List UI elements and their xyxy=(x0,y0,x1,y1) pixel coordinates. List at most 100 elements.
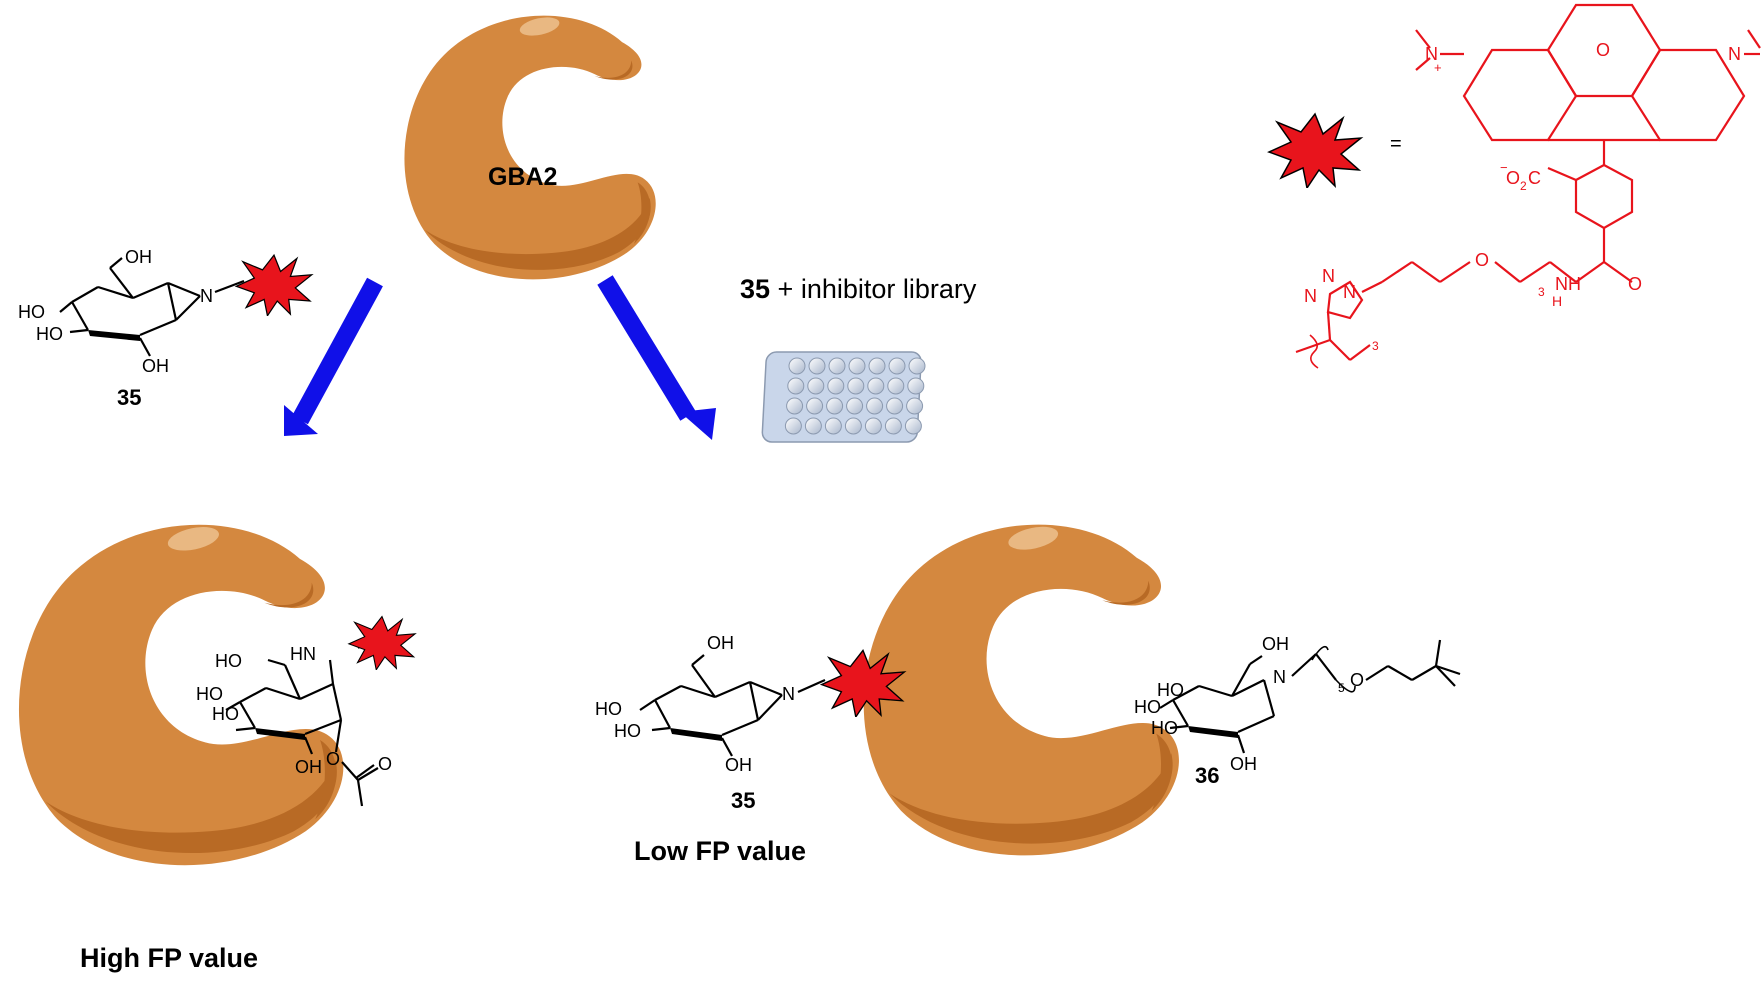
plate-well xyxy=(904,417,922,435)
plate-well xyxy=(888,357,906,375)
atom-label-ho: HO xyxy=(595,699,622,719)
atom-label-o: O xyxy=(1350,670,1364,690)
atom-label-ho: HO xyxy=(212,704,239,724)
plate-well xyxy=(887,377,905,395)
plate-well xyxy=(884,417,902,435)
high-fp-label: High FP value xyxy=(80,943,258,973)
plate-well xyxy=(827,377,845,395)
plate-well xyxy=(784,417,802,435)
compound-number-35: 35 xyxy=(117,385,141,410)
enzyme-bound-probe xyxy=(18,522,344,866)
plate-well xyxy=(846,397,864,415)
atom-label-n-plus: N xyxy=(1425,44,1438,64)
atom-label-h: H xyxy=(1552,293,1562,309)
atom-label-ho: HO xyxy=(215,651,242,671)
atom-label-o: O xyxy=(378,754,392,774)
plate-well xyxy=(807,377,825,395)
atom-label-n: N xyxy=(1728,44,1741,64)
atom-label-hn: HN xyxy=(290,644,316,664)
well-plate-icon xyxy=(761,351,926,443)
charge-minus: − xyxy=(1500,160,1508,175)
high-fp-labels: HN HO HO HO OH O O High FP value xyxy=(80,644,392,973)
rhodamine-structure xyxy=(1326,3,1761,361)
atom-label-ho: HO xyxy=(1134,697,1161,717)
atom-label-oh: OH xyxy=(725,755,752,775)
attachment-wavy-bond xyxy=(1309,334,1319,369)
low-fp-labels: OH N HO HO OH 35 Low FP value xyxy=(595,633,806,866)
low-fp-label: Low FP value xyxy=(634,836,806,866)
enzyme-label: GBA2 xyxy=(488,163,557,191)
plate-well xyxy=(828,357,846,375)
low-fp-structure xyxy=(639,654,826,757)
compound-number-35-low: 35 xyxy=(731,788,755,813)
atom-label-oh: OH xyxy=(142,356,169,376)
plate-well xyxy=(786,397,804,415)
probe-35-structure xyxy=(59,257,245,357)
fluorophore-star-icon xyxy=(235,254,313,316)
plate-well xyxy=(886,397,904,415)
enzyme-bound-inhibitor xyxy=(863,522,1179,856)
atom-label-ho: HO xyxy=(196,684,223,704)
atom-label-ho: HO xyxy=(1151,718,1178,738)
inhibitor-36-structure xyxy=(1159,639,1461,754)
screen-label: 35 + inhibitor library xyxy=(740,274,977,304)
atom-label-oh: OH xyxy=(1262,634,1289,654)
attachment-bond xyxy=(1295,339,1331,353)
fluorophore-star-icon xyxy=(348,615,416,670)
plate-well xyxy=(826,397,844,415)
atom-label-n: N xyxy=(1273,667,1286,687)
inhibitor-36-labels: OH N HO HO HO OH 5 O 36 xyxy=(1134,634,1364,788)
atom-label-ho: HO xyxy=(1157,680,1184,700)
blue-arrow-left xyxy=(284,277,383,436)
atom-label-n: N xyxy=(1322,266,1335,286)
atom-label-carboxylate-o: O xyxy=(1506,168,1520,188)
atom-label-oh: OH xyxy=(1230,754,1257,774)
plate-well xyxy=(788,357,806,375)
subscript-3: 3 xyxy=(1372,339,1379,353)
atom-label-o: O xyxy=(1596,40,1610,60)
plate-well xyxy=(848,357,866,375)
atom-label-ho: HO xyxy=(614,721,641,741)
enzyme-gba2-top: GBA2 xyxy=(404,14,656,280)
plate-well xyxy=(787,377,805,395)
atom-label-n: N xyxy=(1304,286,1317,306)
plate-well xyxy=(906,397,924,415)
plate-well xyxy=(864,417,882,435)
atom-label-n: N xyxy=(782,684,795,704)
atom-label-o: O xyxy=(326,749,340,769)
enzyme-pacman-shape-icon xyxy=(404,14,656,280)
atom-label-oh: OH xyxy=(707,633,734,653)
blue-arrow-right xyxy=(597,275,716,440)
plate-well xyxy=(908,357,926,375)
compound-number-36: 36 xyxy=(1195,763,1219,788)
probe-35-labels: OH N HO HO OH 35 xyxy=(18,247,213,410)
plate-well xyxy=(808,357,826,375)
atom-label-o: O xyxy=(1628,274,1642,294)
atom-label-carboxylate-c: C xyxy=(1528,168,1541,188)
atom-label-nh: NH xyxy=(1555,274,1581,294)
charge-plus: + xyxy=(1434,60,1442,75)
rhodamine-labels: N + O N − O 2 C O NH H O 3 N N N 3 xyxy=(1304,40,1741,353)
plate-well xyxy=(844,417,862,435)
legend-equals: = xyxy=(1390,133,1402,155)
plate-well xyxy=(806,397,824,415)
atom-label-oh: OH xyxy=(125,247,152,267)
chain-bracket xyxy=(1311,645,1356,693)
subscript-5: 5 xyxy=(1338,681,1345,695)
atom-label-o: O xyxy=(1475,250,1489,270)
plate-well xyxy=(907,377,925,395)
high-fp-structure xyxy=(225,639,379,807)
subscript-3: 3 xyxy=(1538,285,1545,299)
atom-label-ho: HO xyxy=(36,324,63,344)
plate-well xyxy=(867,377,885,395)
atom-label-n: N xyxy=(1343,282,1356,302)
atom-label-ho: HO xyxy=(18,302,45,322)
plate-well xyxy=(804,417,822,435)
fluorophore-star-icon xyxy=(1268,113,1362,188)
plate-well xyxy=(868,357,886,375)
plate-well xyxy=(847,377,865,395)
atom-label-n: N xyxy=(200,286,213,306)
carboxylate-subscript: 2 xyxy=(1520,179,1527,193)
